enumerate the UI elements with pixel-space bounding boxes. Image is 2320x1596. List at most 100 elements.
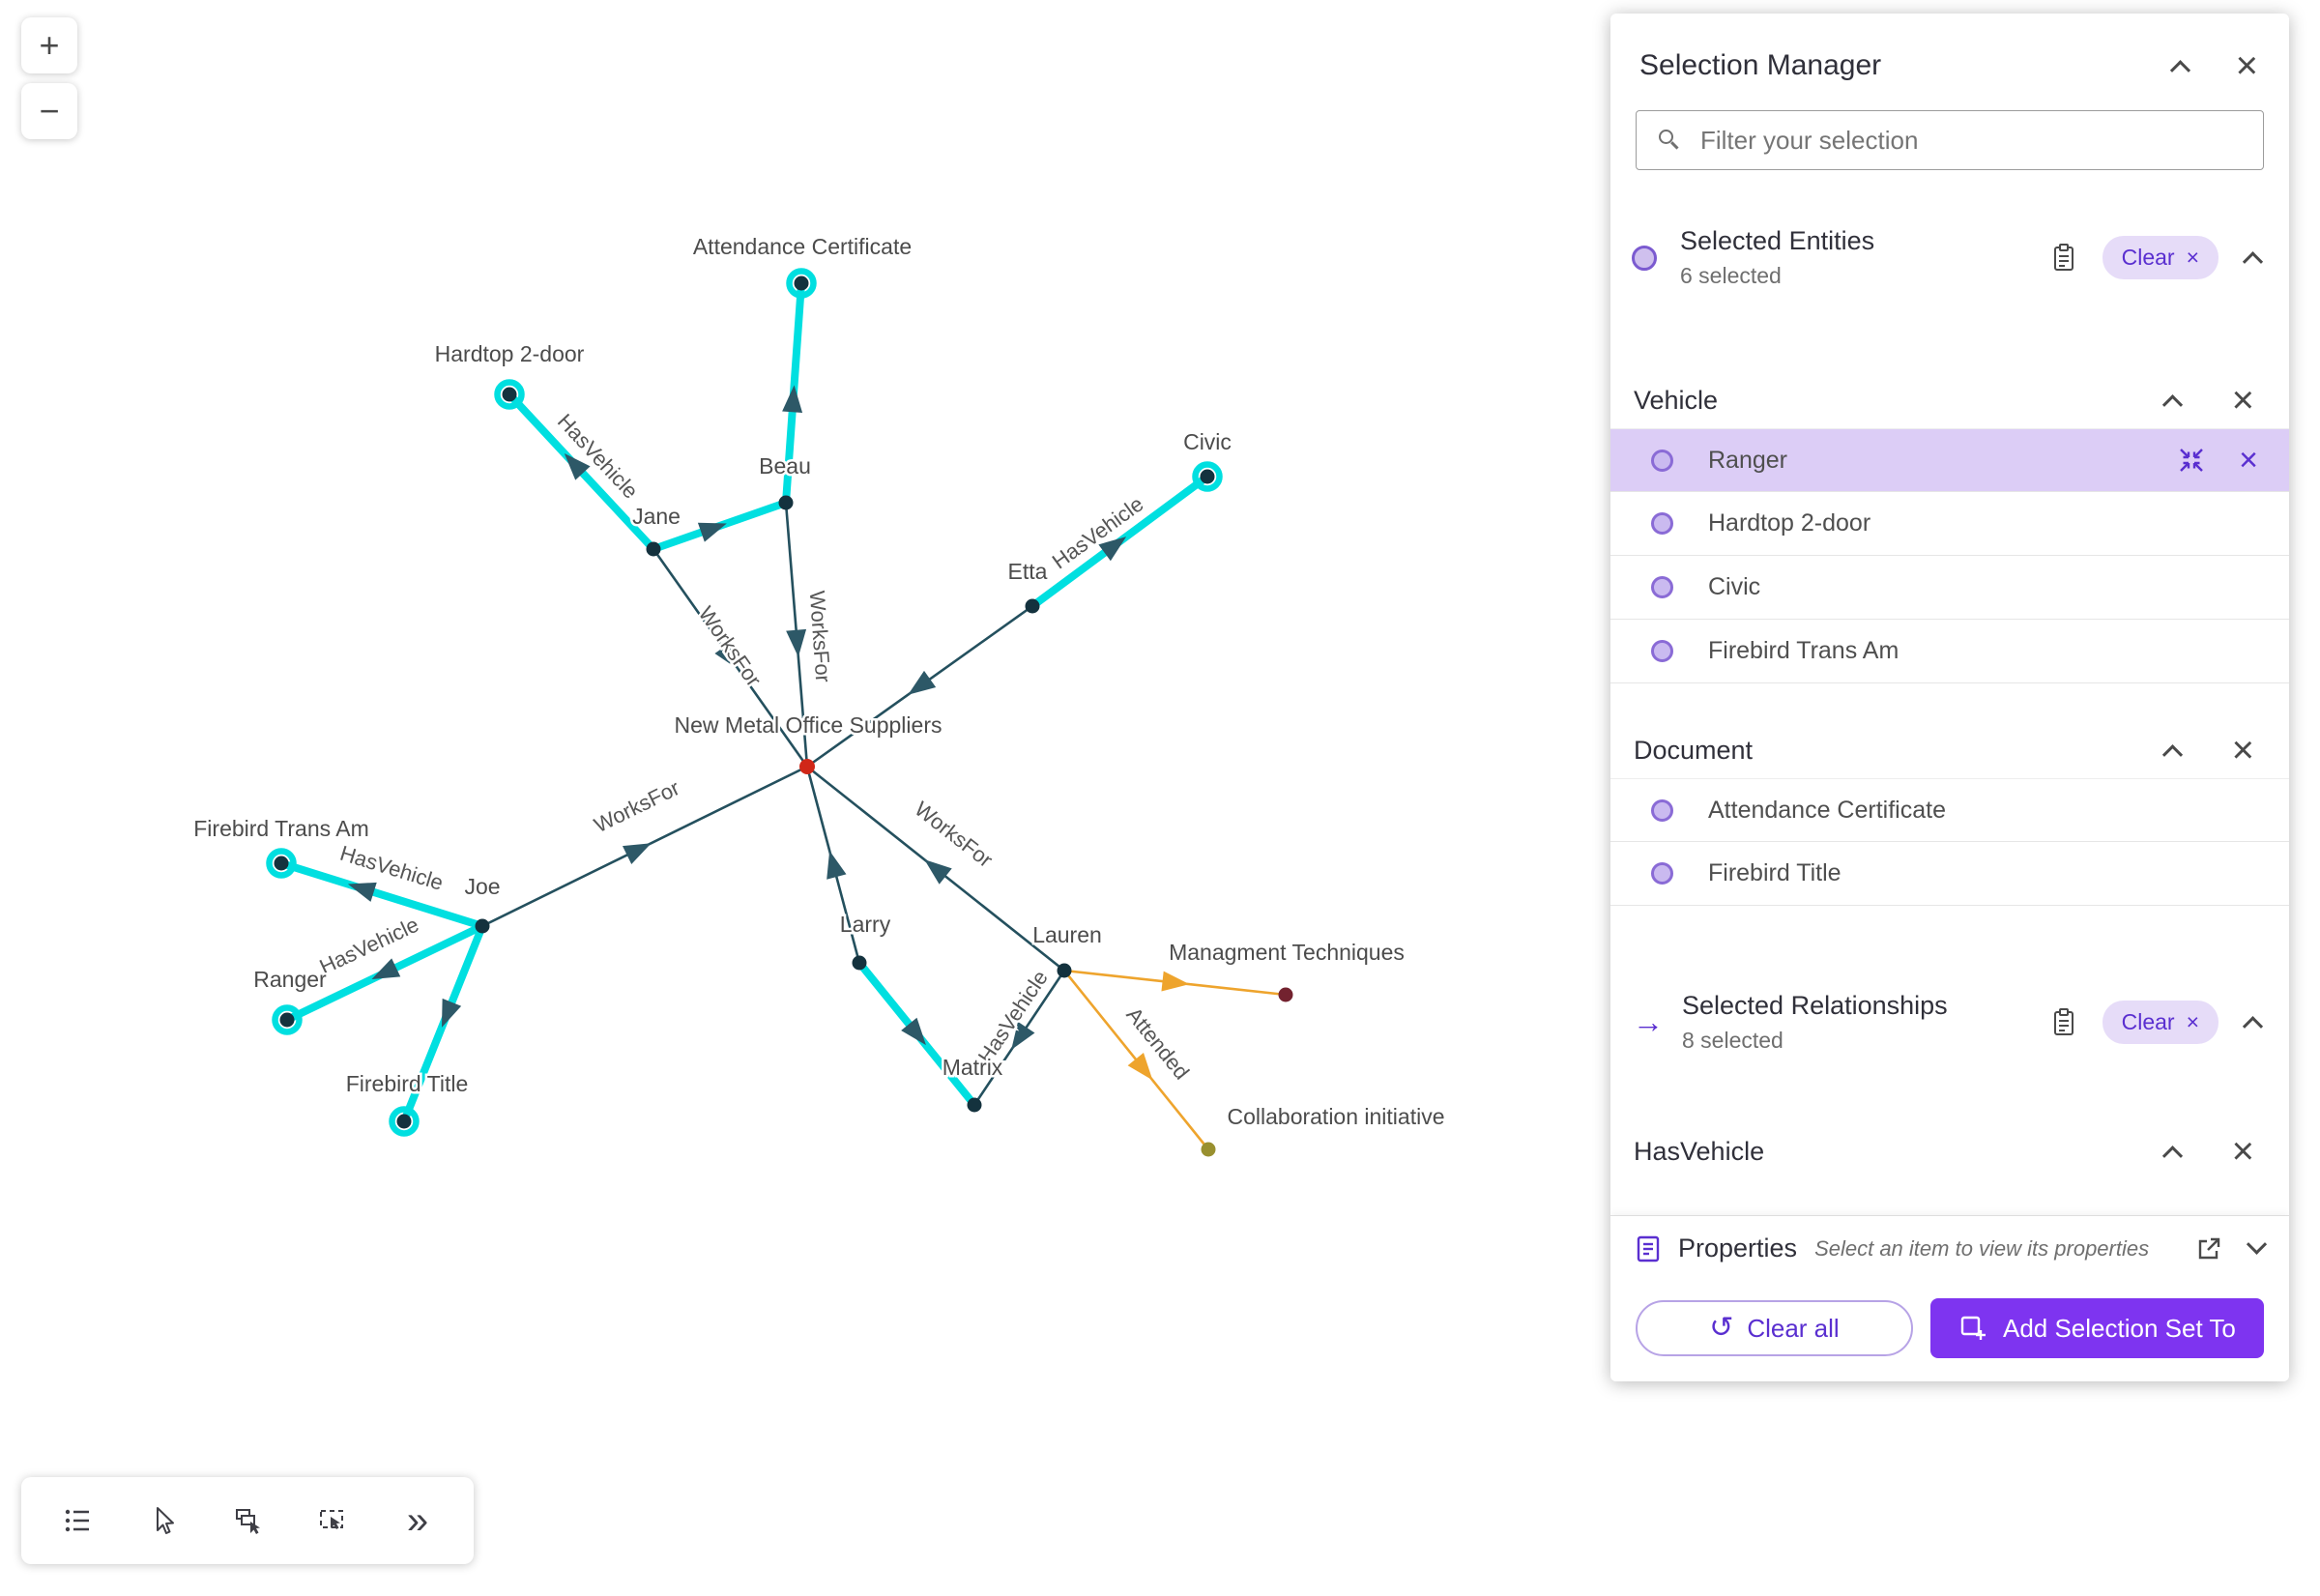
entity-row[interactable]: Firebird Title <box>1610 842 2289 906</box>
edge-arrow <box>1127 1053 1153 1081</box>
graph-edge[interactable] <box>277 859 486 930</box>
group-header-document: Document × <box>1610 722 2289 778</box>
edge-label: HasVehicle <box>973 966 1053 1067</box>
edge-arrow <box>441 998 462 1028</box>
clear-relationships-button[interactable]: Clear × <box>2102 1001 2218 1044</box>
collapse-group-button[interactable] <box>2161 393 2183 415</box>
zoom-to-entity-button[interactable] <box>2177 446 2206 475</box>
graph-node[interactable] <box>646 541 661 557</box>
node-label: Firebird Title <box>346 1071 469 1096</box>
node-label: Managment Techniques <box>1169 940 1405 965</box>
node-selection-halo <box>272 1004 303 1035</box>
edge-arrow <box>1161 971 1190 992</box>
chevron-up-icon <box>2161 743 2183 765</box>
legend-button[interactable] <box>48 1492 106 1550</box>
collapse-panel-button[interactable] <box>2169 59 2190 80</box>
relationship-arrow-icon: → <box>1633 1004 1664 1039</box>
entity-circle-icon <box>1651 449 1673 472</box>
selected-entities-count: 6 selected <box>1680 263 1782 288</box>
remove-group-button[interactable]: × <box>2232 1132 2254 1171</box>
more-tools-button[interactable]: » <box>389 1492 447 1550</box>
selection-manager-panel: Selection Manager × Selected Entities 6 … <box>1610 14 2289 1381</box>
close-icon: × <box>2231 379 2254 421</box>
edge-arrow <box>908 670 937 695</box>
entity-row[interactable]: Firebird Trans Am <box>1610 620 2289 683</box>
graph-node[interactable] <box>794 276 809 291</box>
collapse-group-button[interactable] <box>2161 743 2183 765</box>
chevron-up-icon <box>2242 1016 2264 1037</box>
pointer-icon <box>157 1507 174 1534</box>
double-chevron-right-icon: » <box>406 1499 429 1542</box>
node-label: Lauren <box>1032 922 1102 947</box>
graph-node[interactable] <box>396 1114 412 1129</box>
node-label: Ranger <box>253 967 327 992</box>
edge-arrow <box>782 385 803 414</box>
edge-label: Attended <box>1121 1002 1194 1084</box>
chevron-down-icon <box>2246 1233 2268 1255</box>
graph-node[interactable] <box>799 759 815 774</box>
edge-arrow <box>697 522 727 542</box>
legend-icon <box>65 1509 89 1532</box>
graph-node[interactable] <box>1201 1142 1216 1157</box>
node-label: Hardtop 2-door <box>435 341 585 366</box>
zoom-out-button[interactable]: − <box>21 83 77 139</box>
graph-node[interactable] <box>967 1097 982 1113</box>
graph-node[interactable] <box>778 495 794 510</box>
graph-node[interactable] <box>502 387 517 402</box>
group-title: Vehicle <box>1634 385 1719 415</box>
node-label: Civic <box>1183 429 1232 454</box>
clear-entities-button[interactable]: Clear × <box>2102 236 2218 279</box>
expand-properties-button[interactable] <box>2246 1233 2268 1256</box>
node-label: Jane <box>632 504 681 529</box>
collapse-group-button[interactable] <box>2161 1145 2183 1166</box>
remove-entity-button[interactable]: × <box>2239 444 2258 477</box>
filter-input[interactable] <box>1636 110 2264 170</box>
entity-row[interactable]: Hardtop 2-door <box>1610 492 2289 556</box>
clear-x-icon: × <box>2186 245 2199 270</box>
node-label: Etta <box>1008 559 1048 584</box>
properties-hint: Select an item to view its properties <box>1814 1235 2150 1261</box>
copy-relationships-button[interactable] <box>2050 1007 2079 1038</box>
open-properties-button[interactable] <box>2195 1235 2222 1262</box>
clear-x-icon: × <box>2186 1009 2199 1034</box>
entity-row[interactable]: Attendance Certificate <box>1610 778 2289 842</box>
pointer-tool-button[interactable] <box>133 1492 191 1550</box>
rectangle-select-button[interactable] <box>304 1492 362 1550</box>
remove-group-button[interactable]: × <box>2232 731 2254 769</box>
edge-arrow <box>924 859 952 885</box>
graph-node[interactable] <box>475 918 490 934</box>
entity-circle-icon <box>1632 245 1657 271</box>
entity-row[interactable]: Civic <box>1610 556 2289 620</box>
collapse-relationships-button[interactable] <box>2242 1015 2264 1037</box>
graph-node[interactable] <box>274 856 289 871</box>
graph-node[interactable] <box>852 955 867 971</box>
group-header-vehicle: Vehicle × <box>1610 372 2289 428</box>
close-panel-button[interactable]: × <box>2236 46 2258 85</box>
select-features-button[interactable] <box>218 1492 276 1550</box>
panel-footer: ↺ Clear all Add Selection Set To <box>1610 1281 2289 1381</box>
selected-entities-header: Selected Entities 6 selected Clear × <box>1610 226 2289 289</box>
edge-arrow <box>714 641 740 670</box>
entity-circle-icon <box>1651 640 1673 662</box>
graph-node[interactable] <box>1057 963 1072 978</box>
remove-group-button[interactable]: × <box>2232 381 2254 420</box>
edge-arrow <box>622 843 652 864</box>
clear-all-button[interactable]: ↺ Clear all <box>1636 1300 1913 1356</box>
add-selection-set-button[interactable]: Add Selection Set To <box>1929 1298 2264 1358</box>
filter-search <box>1636 110 2264 170</box>
entity-circle-icon <box>1651 576 1673 598</box>
close-icon: × <box>2231 1130 2254 1173</box>
edge-arrow <box>901 1017 926 1046</box>
copy-entities-button[interactable] <box>2050 243 2079 274</box>
entity-circle-icon <box>1651 512 1673 535</box>
graph-node[interactable] <box>279 1012 295 1028</box>
entity-row-ranger[interactable]: Ranger × <box>1610 428 2289 492</box>
graph-node[interactable] <box>1025 598 1040 614</box>
zoom-in-button[interactable]: + <box>21 17 77 73</box>
collapse-entities-button[interactable] <box>2242 250 2264 273</box>
edge-arrow <box>1098 537 1127 562</box>
properties-bar[interactable]: Properties Select an item to view its pr… <box>1610 1215 2289 1281</box>
graph-node[interactable] <box>1278 987 1293 1002</box>
graph-node[interactable] <box>1200 469 1215 484</box>
